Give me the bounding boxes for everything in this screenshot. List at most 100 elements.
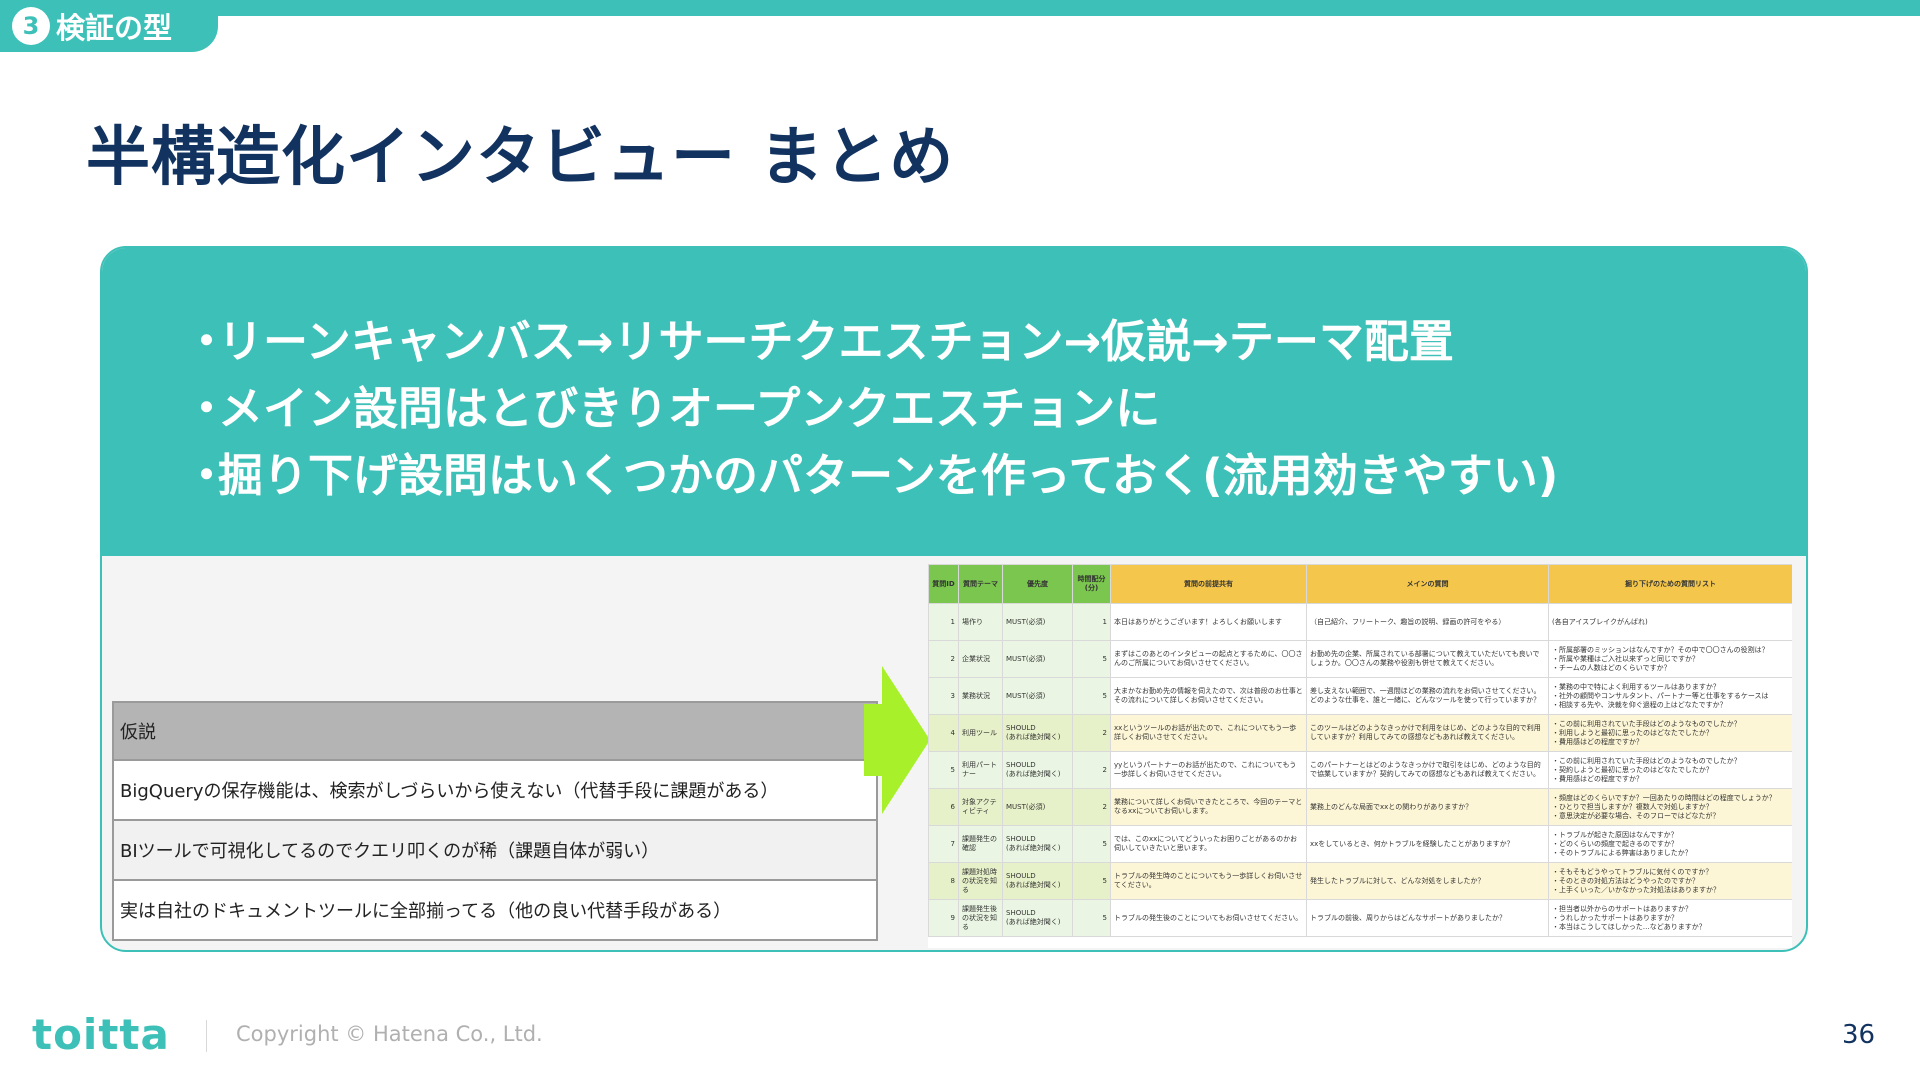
hypothesis-row: BigQueryの保存機能は、検索がしづらいから使えない（代替手段に課題がある） <box>112 761 878 821</box>
spreadsheet-cell: yyというパートナーのお話が出たので、これについてもう一歩詳しくお伺いさせてくだ… <box>1110 751 1307 789</box>
spreadsheet-cell: xxというツールのお話が出たので、これについてもう一歩詳しくお伺いさせてください… <box>1110 714 1307 752</box>
spreadsheet-cell: トラブルの発生時のことについてもう一歩詳しくお伺いさせてください。 <box>1110 862 1307 900</box>
spreadsheet-cell: （自己紹介、フリートーク、趣旨の説明、録画の許可をやる） <box>1306 603 1549 641</box>
toitta-logo: toitta <box>32 1010 170 1059</box>
spreadsheet-cell: このツールはどのようなきっかけで利用をはじめ、どのような目的で利用していますか？… <box>1306 714 1549 752</box>
spreadsheet-cell: SHOULD (あれば絶対聞く) <box>1002 862 1073 900</box>
spreadsheet-cell: 7 <box>928 825 959 863</box>
hypothesis-row: BIツールで可視化してるのでクエリ叩くのが稀（課題自体が弱い） <box>112 821 878 881</box>
spreadsheet-header-cell: 掘り下げのための質問リスト <box>1548 564 1792 604</box>
spreadsheet-cell: ・所属部署のミッションはなんですか？その中で〇〇さんの役割は？ ・所属や業種はご… <box>1548 640 1792 678</box>
spreadsheet-header-cell: 質問ID <box>928 564 959 604</box>
spreadsheet-cell: 業務について詳しくお伺いできたところで、今回のテーマとなるxxについてお伺いしま… <box>1110 788 1307 826</box>
spreadsheet-cell: 利用パートナー <box>958 751 1003 789</box>
spreadsheet-cell: 5 <box>1072 862 1111 900</box>
spreadsheet-cell: MUST(必須) <box>1002 677 1073 715</box>
section-number: 3 <box>12 7 50 45</box>
spreadsheet-cell: 5 <box>928 751 959 789</box>
bullet-item: ・メイン設問はとびきりオープンクエスチョンに <box>184 382 1161 435</box>
spreadsheet-header-cell: 時間配分 (分) <box>1072 564 1111 604</box>
spreadsheet-cell: では、このxxについてどういったお困りごとがあるのかお伺いしていきたいと思います… <box>1110 825 1307 863</box>
spreadsheet-cell: このパートナーとはどのようなきっかけで取引をはじめ、どのような目的で協業していま… <box>1306 751 1549 789</box>
spreadsheet-cell: SHOULD (あれば絶対聞く) <box>1002 714 1073 752</box>
hypothesis-row: 実は自社のドキュメントツールに全部揃ってる（他の良い代替手段がある） <box>112 881 878 941</box>
spreadsheet-cell: MUST(必須) <box>1002 640 1073 678</box>
spreadsheet-cell: MUST(必須) <box>1002 603 1073 641</box>
spreadsheet-cell: 企業状況 <box>958 640 1003 678</box>
spreadsheet-cell: 本日はありがとうございます！よろしくお願いします <box>1110 603 1307 641</box>
spreadsheet-cell: ・そもそもどうやってトラブルに気付くのですか？ ・そのときの対処方法はどうやった… <box>1548 862 1792 900</box>
summary-card: ・リーンキャンバス→リサーチクエスチョン→仮説→テーマ配置 ・メイン設問はとびき… <box>100 246 1808 952</box>
bullet-panel: ・リーンキャンバス→リサーチクエスチョン→仮説→テーマ配置 ・メイン設問はとびき… <box>102 248 1806 556</box>
hypothesis-header: 仮説 <box>112 701 878 761</box>
spreadsheet-cell: 8 <box>928 862 959 900</box>
spreadsheet-cell: 対象アクティビティ <box>958 788 1003 826</box>
spreadsheet-cell: トラブルの発生後のことについてもお伺いさせてください。 <box>1110 899 1307 937</box>
spreadsheet-cell: SHOULD (あれば絶対聞く) <box>1002 825 1073 863</box>
spreadsheet-cell: SHOULD (あれば絶対聞く) <box>1002 899 1073 937</box>
bullet-item: ・掘り下げ設問はいくつかのパターンを作っておく(流用効きやすい) <box>184 449 1559 502</box>
spreadsheet-cell: 1 <box>928 603 959 641</box>
copyright-text: Copyright © Hatena Co., Ltd. <box>236 1022 543 1046</box>
spreadsheet-cell: トラブルの前後、周りからはどんなサポートがありましたか？ <box>1306 899 1549 937</box>
spreadsheet-cell: ・業務の中で特によく利用するツールはありますか？ ・社外の顧問やコンサルタント、… <box>1548 677 1792 715</box>
page-number: 36 <box>1842 1020 1876 1050</box>
spreadsheet-cell: 課題発生後の状況を知る <box>958 899 1003 937</box>
spreadsheet-header-cell: 質問テーマ <box>958 564 1003 604</box>
footer-divider <box>206 1020 207 1052</box>
bullet-item: ・リーンキャンバス→リサーチクエスチョン→仮説→テーマ配置 <box>184 315 1454 368</box>
spreadsheet-cell: 大まかなお勤め先の情報を伺えたので、次は普段のお仕事とその流れについて詳しくお伺… <box>1110 677 1307 715</box>
spreadsheet-cell: 5 <box>1072 640 1111 678</box>
spreadsheet-cell: 9 <box>928 899 959 937</box>
spreadsheet-cell: 1 <box>1072 603 1111 641</box>
spreadsheet-cell: 発生したトラブルに対して、どんな対処をしましたか？ <box>1306 862 1549 900</box>
hypothesis-table: 仮説 BigQueryの保存機能は、検索がしづらいから使えない（代替手段に課題が… <box>112 701 878 941</box>
spreadsheet-cell: 5 <box>1072 899 1111 937</box>
spreadsheet-cell: 4 <box>928 714 959 752</box>
spreadsheet-cell: ・頻度はどのくらいですか？一回あたりの時間はどの程度でしょうか？ ・ひとりで担当… <box>1548 788 1792 826</box>
spreadsheet-header-cell: 優先度 <box>1002 564 1073 604</box>
spreadsheet-header-cell: メインの質問 <box>1306 564 1549 604</box>
spreadsheet-cell: 5 <box>1072 677 1111 715</box>
section-tag: 3 検証の型 <box>0 0 218 52</box>
spreadsheet-cell: 業務上のどんな局面でxxとの関わりがありますか？ <box>1306 788 1549 826</box>
spreadsheet-cell: お勤め先の企業、所属されている部署について教えていただいても良いでしょうか。〇〇… <box>1306 640 1549 678</box>
spreadsheet-cell: ・この前に利用されていた手段はどのようなものでしたか？ ・利用しようと最初に思っ… <box>1548 714 1792 752</box>
spreadsheet-cell: ・この前に利用されていた手段はどのようなものでしたか？ ・契約しようと最初に思っ… <box>1548 751 1792 789</box>
spreadsheet-header-cell: 質問の前提共有 <box>1110 564 1307 604</box>
right-arrow-icon <box>864 666 930 814</box>
spreadsheet-cell: 2 <box>1072 714 1111 752</box>
spreadsheet-cell: ・トラブルが起きた原因はなんですか？ ・どのくらいの頻度で起きるのですか？ ・そ… <box>1548 825 1792 863</box>
spreadsheet-cell: 5 <box>1072 825 1111 863</box>
spreadsheet-cell: ・担当者以外からのサポートはありますか？ ・うれしかったサポートはありますか？ … <box>1548 899 1792 937</box>
section-label: 検証の型 <box>56 11 173 45</box>
bullet-list: ・リーンキャンバス→リサーチクエスチョン→仮説→テーマ配置 ・メイン設問はとびき… <box>184 308 1558 509</box>
spreadsheet-cell: xxをしているとき、何かトラブルを経験したことがありますか？ <box>1306 825 1549 863</box>
spreadsheet-cell: 差し支えない範囲で、一週間ほどの業務の流れをお伺いさせてください。どのような仕事… <box>1306 677 1549 715</box>
spreadsheet-cell: 場作り <box>958 603 1003 641</box>
spreadsheet-cell: 利用ツール <box>958 714 1003 752</box>
spreadsheet-cell: 3 <box>928 677 959 715</box>
spreadsheet-cell: MUST(必須) <box>1002 788 1073 826</box>
spreadsheet-cell: 課題対処時の状況を知る <box>958 862 1003 900</box>
slide-title: 半構造化インタビュー まとめ <box>86 121 955 195</box>
spreadsheet-cell: 課題発生の確認 <box>958 825 1003 863</box>
spreadsheet-cell: 2 <box>928 640 959 678</box>
spreadsheet-cell: 6 <box>928 788 959 826</box>
spreadsheet-cell: 2 <box>1072 751 1111 789</box>
spreadsheet-cell: まずはこのあとのインタビューの起点とするために、〇〇さんのご所属についてお伺いさ… <box>1110 640 1307 678</box>
spreadsheet-cell: SHOULD (あれば絶対聞く) <box>1002 751 1073 789</box>
spreadsheet-cell: 業務状況 <box>958 677 1003 715</box>
